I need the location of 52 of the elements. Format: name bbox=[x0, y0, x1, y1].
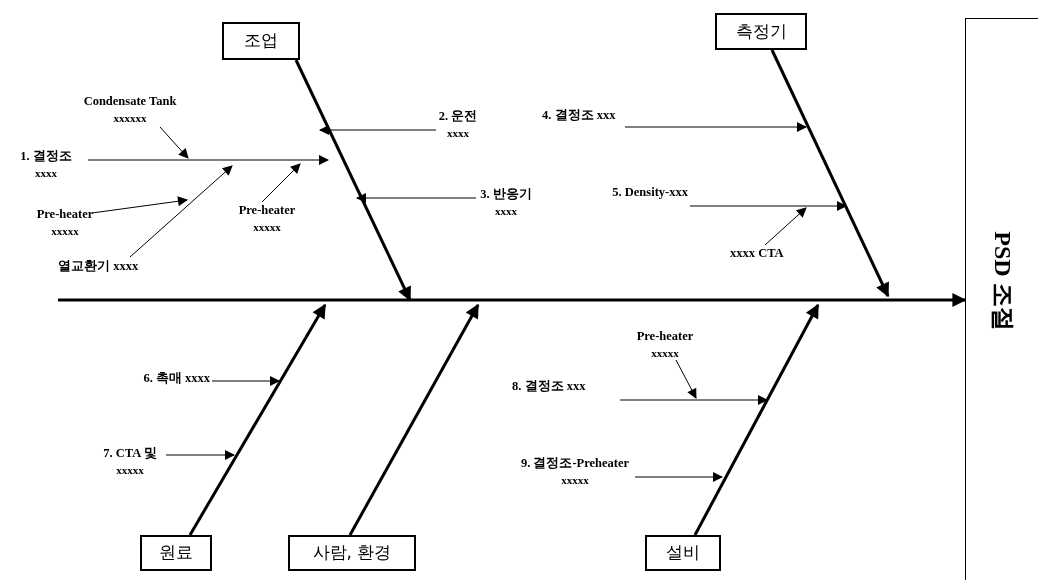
cause-text: xxxxx bbox=[51, 224, 79, 239]
arrow bbox=[159, 126, 189, 159]
category-box: 설비 bbox=[645, 535, 721, 571]
arrow bbox=[770, 49, 890, 298]
category-box: 원료 bbox=[140, 535, 212, 571]
cause-text: Pre-heater bbox=[36, 206, 94, 223]
cause-text: 2. 운전 bbox=[438, 108, 478, 125]
category-box: 조업 bbox=[222, 22, 300, 60]
arrow bbox=[356, 193, 477, 203]
cause-text: xxxxx bbox=[116, 463, 144, 478]
arrow bbox=[188, 303, 327, 536]
cause-text: 열교환기 xxxx bbox=[58, 258, 139, 275]
effect-text: PSD 조절 bbox=[988, 231, 1017, 331]
cause-text: xxxxxx bbox=[113, 111, 147, 126]
arrow bbox=[693, 303, 820, 536]
arrow bbox=[348, 303, 480, 536]
arrow bbox=[87, 155, 329, 165]
arrow bbox=[129, 165, 233, 258]
arrow bbox=[619, 395, 768, 405]
cause-text: Condensate Tank bbox=[83, 93, 177, 110]
arrow bbox=[319, 125, 437, 135]
cause-text: xxxxx bbox=[561, 473, 589, 488]
arrow bbox=[58, 293, 967, 307]
arrow bbox=[764, 207, 807, 246]
category-box: 사람, 환경 bbox=[288, 535, 416, 571]
cause-text: 1. 결정조 bbox=[20, 148, 72, 165]
arrow bbox=[675, 359, 697, 399]
cause-text: xxxx bbox=[447, 126, 469, 141]
arrow bbox=[624, 122, 807, 132]
arrow bbox=[165, 450, 235, 460]
cause-text: 4. 결정조 xxx bbox=[542, 107, 616, 124]
cause-text: xxxxx bbox=[651, 346, 679, 361]
arrow bbox=[91, 196, 188, 214]
cause-text: 6. 촉매 xxxx bbox=[143, 370, 210, 387]
cause-text: Pre-heater bbox=[636, 328, 694, 345]
cause-text: xxxxx bbox=[253, 220, 281, 235]
cause-text: 5. Density-xxx bbox=[612, 184, 688, 201]
cause-text: xxxx CTA bbox=[730, 245, 784, 262]
arrow bbox=[261, 163, 301, 203]
effect-panel bbox=[965, 18, 1038, 580]
arrow bbox=[294, 59, 412, 302]
cause-text: 3. 반응기 bbox=[480, 186, 532, 203]
cause-text: 9. 결정조-Preheater bbox=[520, 455, 630, 472]
cause-text: xxxx bbox=[495, 204, 517, 219]
cause-text: 8. 결정조 xxx bbox=[512, 378, 586, 395]
cause-text: 7. CTA 및 bbox=[103, 445, 157, 462]
arrow bbox=[634, 472, 723, 482]
cause-text: xxxx bbox=[35, 166, 57, 181]
cause-text: Pre-heater bbox=[238, 202, 296, 219]
arrow bbox=[689, 201, 847, 211]
category-box: 측정기 bbox=[715, 13, 807, 50]
arrow bbox=[211, 376, 280, 386]
